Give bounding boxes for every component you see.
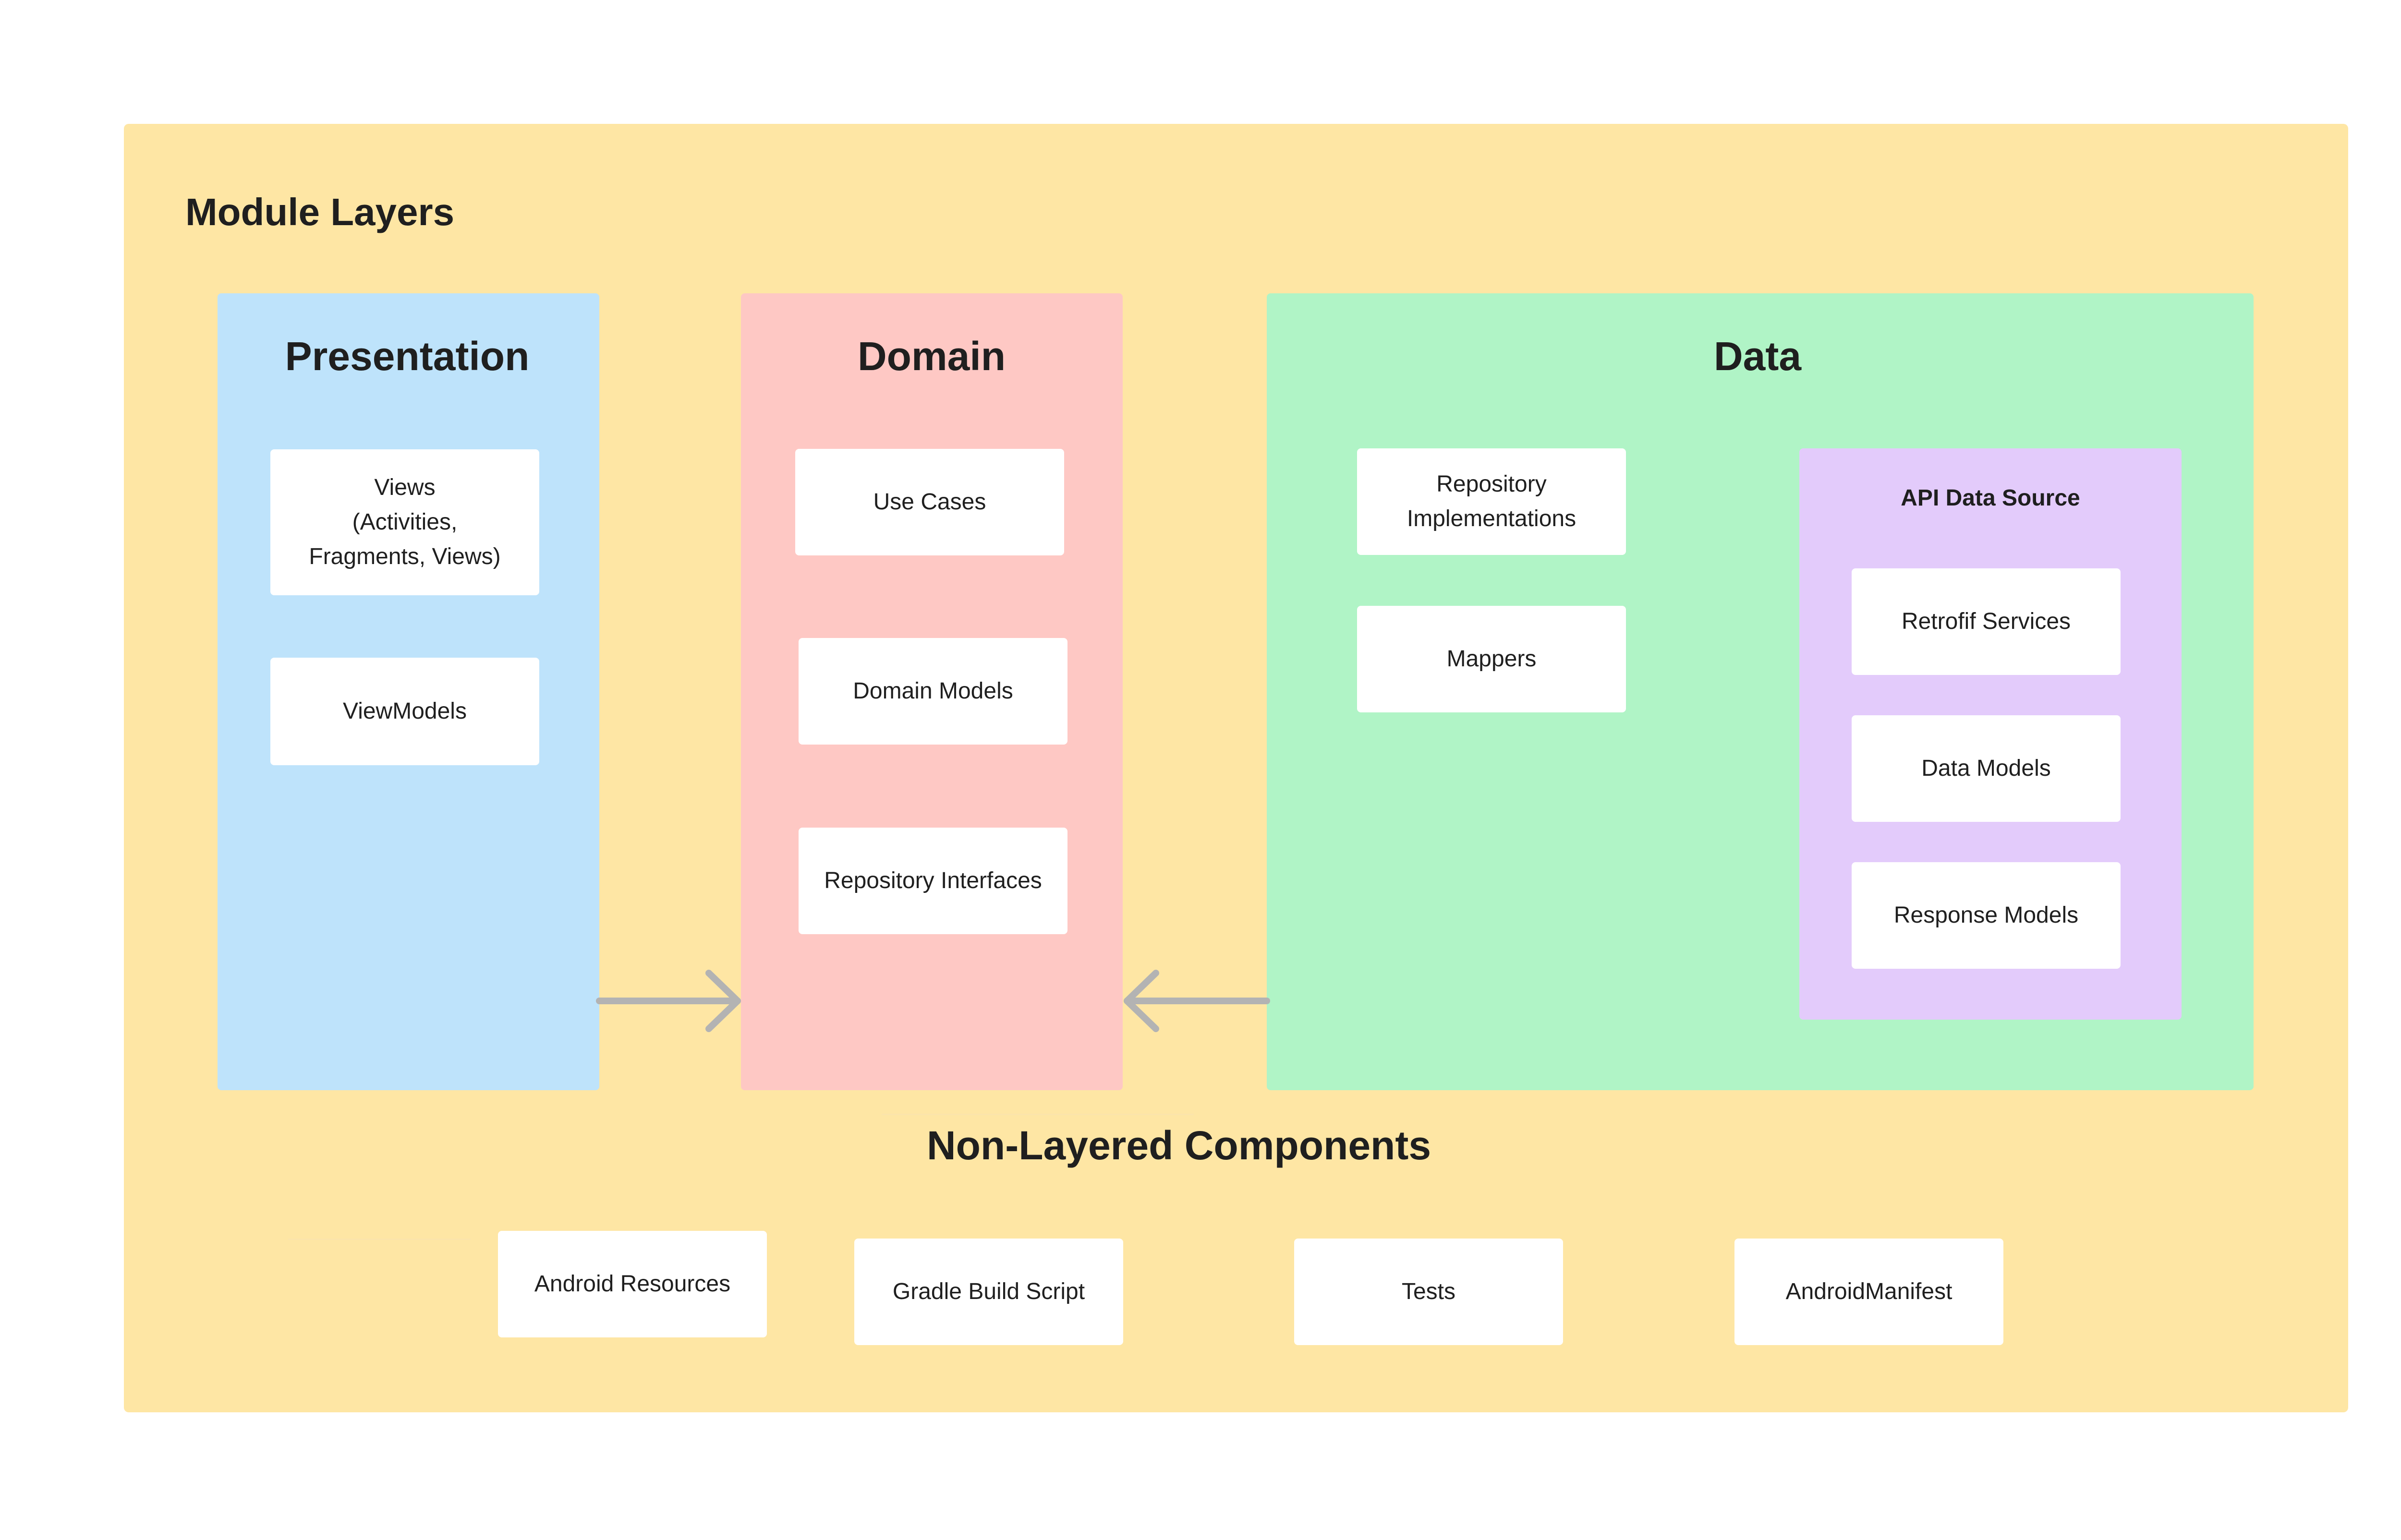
repository-interfaces-card-label: Repository Interfaces [824, 868, 1042, 893]
response-models-card-label: Response Models [1893, 902, 2079, 928]
gradle-build-script-card: Gradle Build Script [854, 1239, 1123, 1345]
gradle-build-script-card-label: Gradle Build Script [892, 1279, 1085, 1304]
viewmodels-card-label: ViewModels [343, 698, 467, 724]
repository-interfaces-card: Repository Interfaces [799, 828, 1067, 934]
tests-card-label: Tests [1401, 1279, 1456, 1304]
presentation-title: Presentation [285, 334, 530, 379]
presentation-to-domain-arrow [596, 970, 741, 1032]
data-to-domain-arrow [1124, 970, 1270, 1032]
response-models-card: Response Models [1852, 862, 2121, 969]
tests-card: Tests [1294, 1239, 1563, 1345]
mappers-card-label: Mappers [1446, 646, 1537, 672]
android-resources-card-label: Android Resources [534, 1271, 731, 1297]
api-data-source-title: API Data Source [1901, 485, 2080, 511]
views-card: Views (Activities, Fragments, Views) [270, 449, 539, 595]
use-cases-card: Use Cases [795, 449, 1064, 555]
repository-implementations-card-label: Repository Implementations [1407, 471, 1576, 531]
domain-models-card-label: Domain Models [853, 678, 1013, 704]
board-title: Module Layers [185, 191, 455, 233]
views-card-label: Views (Activities, Fragments, Views) [309, 475, 501, 569]
retrofit-services-card-label: Retrofif Services [1901, 609, 2071, 634]
domain-title: Domain [857, 334, 1006, 379]
domain-models-card: Domain Models [799, 638, 1067, 745]
divider-line-small [288, 1239, 471, 1240]
repository-implementations-card: Repository Implementations [1357, 448, 1626, 555]
divider-line [882, 1114, 1194, 1115]
mappers-card: Mappers [1357, 606, 1626, 712]
android-manifest-card: AndroidManifest [1734, 1239, 2003, 1345]
non-layered-title: Non-Layered Components [926, 1123, 1431, 1168]
data-models-card-label: Data Models [1921, 756, 2051, 781]
use-cases-card-label: Use Cases [873, 489, 986, 515]
data-title: Data [1713, 334, 1802, 379]
android-resources-card: Android Resources [498, 1231, 767, 1337]
viewmodels-card: ViewModels [270, 658, 539, 765]
retrofit-services-card: Retrofif Services [1852, 568, 2121, 675]
data-models-card: Data Models [1852, 715, 2121, 822]
android-manifest-card-label: AndroidManifest [1785, 1279, 1952, 1304]
